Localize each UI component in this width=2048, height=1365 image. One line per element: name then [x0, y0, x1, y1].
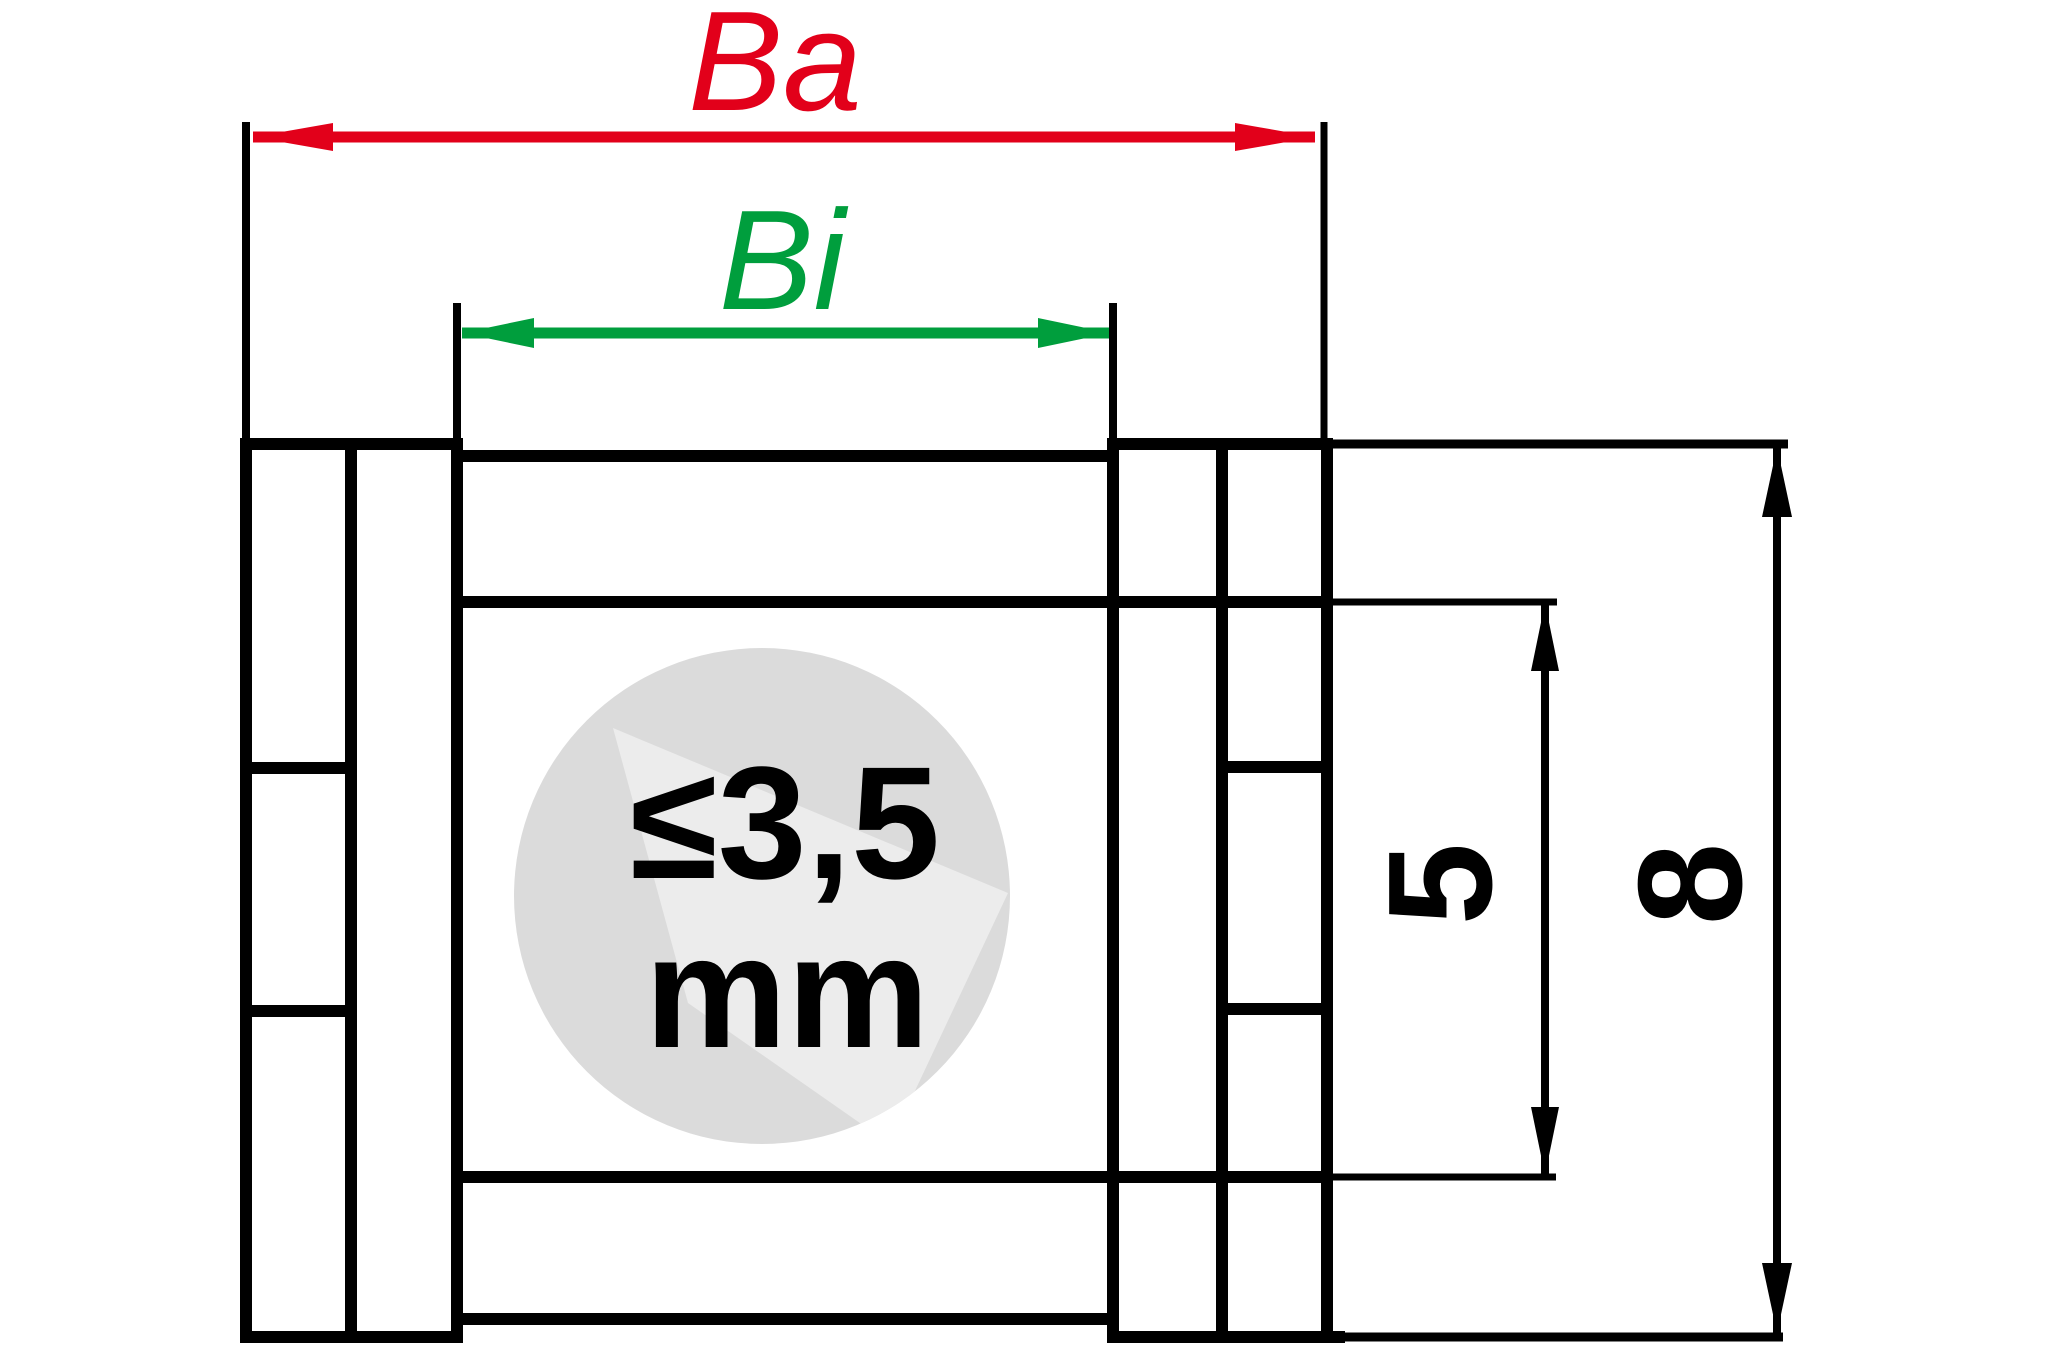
outer-width-dimension-ba: Ba: [242, 0, 1328, 444]
ba-dimension-label: Ba: [688, 0, 862, 141]
bi-dimension-label: Bi: [719, 181, 849, 340]
inner-width-dimension-bi: Bi: [453, 181, 1117, 460]
dim5-arrowhead-up-icon: [1531, 603, 1559, 671]
cavity-badge-arrow-watermark-icon: [613, 728, 1008, 1144]
bi-arrowhead-right-icon: [1038, 318, 1110, 348]
cavity-max-diameter-text: ≤3,5: [630, 733, 940, 912]
cavity-badge: ≤3,5 mm: [514, 648, 1010, 1144]
inner-height-dimension-5: 5: [1333, 598, 1559, 1181]
dim8-arrowhead-up-icon: [1762, 447, 1792, 517]
chain-body: [240, 438, 1345, 1343]
dim5-value-text: 5: [1358, 843, 1523, 925]
dim8-arrowhead-down-icon: [1762, 1263, 1792, 1333]
dim8-value-text: 8: [1608, 843, 1773, 925]
outer-height-dimension-8: 8: [1333, 439, 1792, 1342]
ba-arrowhead-left-icon: [253, 123, 333, 151]
ba-arrowhead-right-icon: [1235, 123, 1315, 151]
bi-arrowhead-left-icon: [462, 318, 534, 348]
dim5-arrowhead-down-icon: [1531, 1107, 1559, 1175]
cavity-unit-text: mm: [645, 902, 930, 1081]
